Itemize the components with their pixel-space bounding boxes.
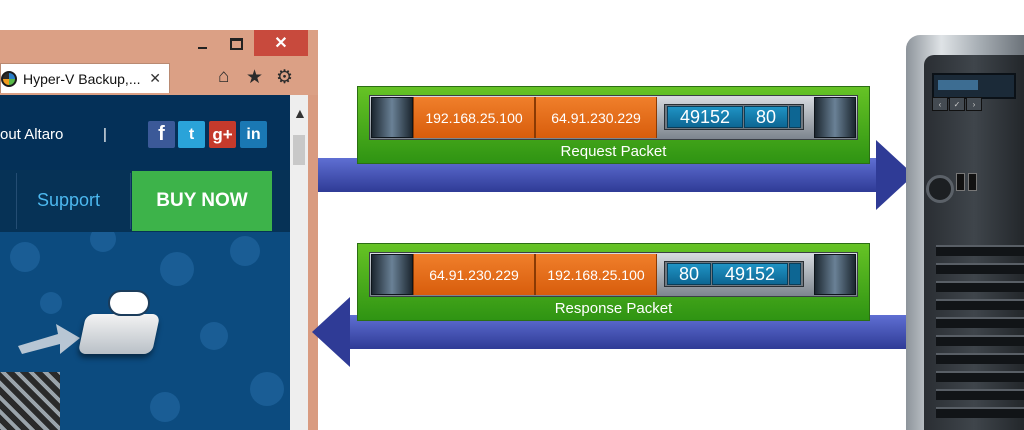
packet-trailer-cap bbox=[814, 254, 856, 295]
server-lcd-panel bbox=[932, 73, 1016, 99]
packet-label: Request Packet bbox=[560, 143, 667, 160]
server-vent bbox=[936, 353, 1024, 364]
server-right-key-icon: › bbox=[966, 97, 982, 111]
scroll-up-icon[interactable]: ▲ bbox=[293, 105, 307, 121]
decor-bubble bbox=[250, 372, 284, 406]
gear-icon[interactable]: ⚙ bbox=[276, 67, 294, 88]
server-vent bbox=[936, 245, 1024, 256]
server-vent bbox=[936, 389, 1024, 400]
server-vent bbox=[936, 281, 1024, 292]
packet-source-ip: 192.168.25.100 bbox=[413, 97, 535, 138]
server-tower: ‹ ✓ › bbox=[906, 35, 1024, 430]
server-vent bbox=[936, 299, 1024, 310]
packet-port-spacer bbox=[789, 106, 801, 128]
decor-bubble bbox=[40, 292, 62, 314]
packet-dest-ip: 64.91.230.229 bbox=[535, 97, 657, 138]
tab-bar: Hyper-V Backup,... ✕ ⌂ ★ ⚙ bbox=[0, 57, 318, 95]
server-vent bbox=[936, 407, 1024, 418]
server-lcd-screen bbox=[938, 80, 978, 90]
decor-bubble bbox=[150, 392, 180, 422]
linkedin-icon[interactable]: in bbox=[240, 121, 267, 148]
packet-source-ip: 64.91.230.229 bbox=[413, 254, 535, 295]
home-icon[interactable]: ⌂ bbox=[218, 66, 230, 87]
decor-bubble bbox=[10, 242, 40, 272]
scroll-thumb[interactable] bbox=[293, 135, 305, 165]
minimize-button[interactable] bbox=[188, 33, 216, 55]
facebook-icon[interactable]: f bbox=[148, 121, 175, 148]
star-icon[interactable]: ★ bbox=[246, 67, 264, 88]
packet-label: Response Packet bbox=[554, 300, 673, 317]
request-packet: 192.168.25.100 64.91.230.229 49152 80 Re… bbox=[357, 86, 870, 164]
packet-ports: 49152 80 bbox=[664, 104, 804, 130]
server-vent bbox=[936, 335, 1024, 346]
server-vent bbox=[936, 317, 1024, 328]
header-separator: | bbox=[103, 126, 107, 143]
buy-now-button[interactable]: BUY NOW bbox=[132, 171, 272, 231]
nav-divider bbox=[130, 173, 131, 229]
site-header: out Altaro | f t g+ in bbox=[0, 95, 290, 170]
cloud-icon bbox=[108, 290, 150, 316]
googleplus-icon[interactable]: g+ bbox=[209, 121, 236, 148]
server-vent bbox=[936, 263, 1024, 274]
decor-bubble bbox=[230, 236, 260, 266]
vertical-scrollbar[interactable]: ▲ bbox=[290, 95, 308, 430]
page-viewport: out Altaro | f t g+ in Support BUY NOW bbox=[0, 95, 290, 430]
packet-port-spacer bbox=[789, 263, 801, 285]
packet-dest-port: 80 bbox=[744, 106, 788, 128]
close-button[interactable]: ✕ bbox=[254, 30, 308, 56]
support-link[interactable]: Support bbox=[37, 190, 101, 210]
maximize-icon bbox=[229, 38, 243, 50]
server-front-panel bbox=[924, 55, 1024, 430]
about-link[interactable]: out Altaro bbox=[0, 126, 64, 143]
transfer-arrow-icon bbox=[18, 324, 80, 354]
server-check-key-icon: ✓ bbox=[949, 97, 965, 111]
packet-frame: 64.91.230.229 192.168.25.100 80 49152 bbox=[369, 252, 858, 297]
server-illustration-icon bbox=[0, 372, 60, 430]
packet-dest-port: 49152 bbox=[712, 263, 788, 285]
usb-port-icon bbox=[956, 173, 965, 191]
tab-title: Hyper-V Backup,... bbox=[23, 70, 141, 87]
hero-banner bbox=[0, 232, 290, 430]
decor-bubble bbox=[200, 322, 228, 350]
decor-bubble bbox=[160, 252, 194, 286]
response-arrow-head bbox=[312, 297, 350, 367]
minimize-icon bbox=[197, 47, 207, 49]
packet-dest-ip: 192.168.25.100 bbox=[535, 254, 657, 295]
packet-header-cap bbox=[371, 254, 413, 295]
window-titlebar: ✕ bbox=[0, 30, 318, 57]
maximize-button[interactable] bbox=[222, 33, 250, 55]
packet-trailer-cap bbox=[814, 97, 856, 138]
backup-drive-icon bbox=[77, 314, 161, 354]
tab-close-icon[interactable]: ✕ bbox=[149, 70, 161, 86]
usb-port-icon bbox=[968, 173, 977, 191]
packet-source-port: 49152 bbox=[667, 106, 743, 128]
nav-divider bbox=[16, 173, 17, 229]
window-border bbox=[308, 95, 318, 430]
browser-tab[interactable]: Hyper-V Backup,... ✕ bbox=[0, 63, 170, 93]
response-packet: 64.91.230.229 192.168.25.100 80 49152 Re… bbox=[357, 243, 870, 321]
browser-window: ✕ Hyper-V Backup,... ✕ ⌂ ★ ⚙ out Altaro … bbox=[0, 30, 318, 430]
server-power-button bbox=[926, 175, 954, 203]
packet-header-cap bbox=[371, 97, 413, 138]
altaro-favicon-icon bbox=[1, 70, 17, 87]
twitter-icon[interactable]: t bbox=[178, 121, 205, 148]
server-vent bbox=[936, 371, 1024, 382]
decor-bubble bbox=[90, 232, 116, 252]
packet-ports: 80 49152 bbox=[664, 261, 804, 287]
server-left-key-icon: ‹ bbox=[932, 97, 948, 111]
packet-frame: 192.168.25.100 64.91.230.229 49152 80 bbox=[369, 95, 858, 140]
packet-source-port: 80 bbox=[667, 263, 711, 285]
